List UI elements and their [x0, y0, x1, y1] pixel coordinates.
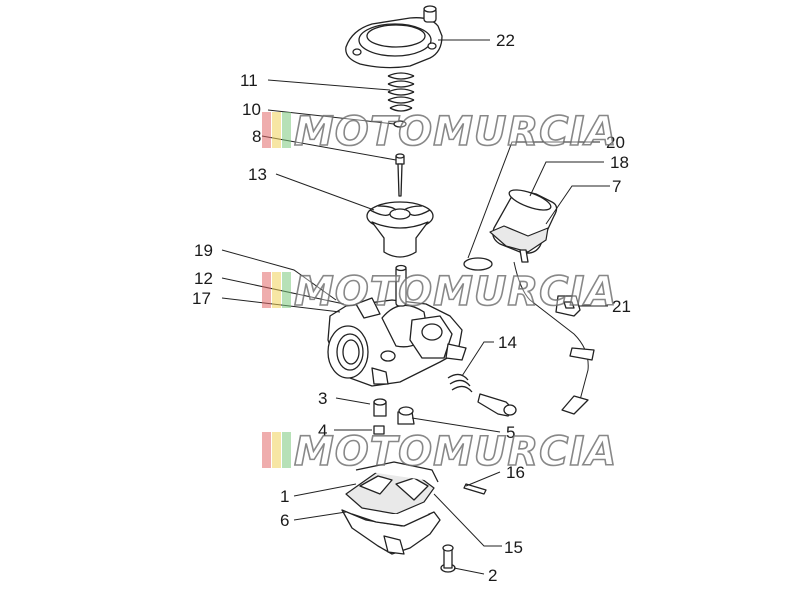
callout-20: 20 — [606, 133, 625, 152]
watermark-stripe-red — [262, 272, 271, 308]
watermark-stripe-green — [282, 272, 291, 308]
callout-5: 5 — [506, 423, 515, 442]
callout-7: 7 — [612, 177, 621, 196]
callout-3: 3 — [318, 389, 327, 408]
watermark-stripe-yellow — [272, 112, 281, 148]
part-needle — [393, 120, 407, 197]
watermark-text: MOTOMURCIA — [294, 269, 617, 315]
part-small-jet — [373, 425, 385, 435]
callout-13: 13 — [248, 165, 267, 184]
watermark-stripe-yellow — [272, 272, 281, 308]
callout-11: 11 — [240, 71, 258, 90]
watermark-stripe-green — [282, 112, 291, 148]
part-nut — [397, 406, 415, 425]
part-jet — [373, 398, 387, 417]
watermark-stripe-green — [282, 432, 291, 468]
callout-16: 16 — [506, 463, 525, 482]
part-choke-cable — [463, 257, 595, 415]
part-float-pin — [463, 483, 487, 495]
callout-6: 6 — [280, 511, 289, 530]
callout-18: 18 — [610, 153, 629, 172]
part-screw — [440, 544, 456, 573]
callout-17: 17 — [192, 289, 211, 308]
callout-21: 21 — [612, 297, 631, 316]
part-carburetor-body — [327, 264, 467, 387]
callout-1: 1 — [280, 487, 289, 506]
callout-numbers: 22 11 10 8 20 18 7 13 19 12 17 21 14 3 4… — [192, 31, 631, 585]
watermark-stripe-yellow — [272, 432, 281, 468]
watermark-row-2: MOTOMURCIA — [262, 268, 617, 316]
callout-8: 8 — [252, 127, 261, 146]
watermark-text: MOTOMURCIA — [294, 109, 617, 155]
watermark-stripe-red — [262, 112, 271, 148]
callout-2: 2 — [488, 566, 497, 585]
callout-22: 22 — [496, 31, 515, 50]
part-gasket — [355, 461, 439, 483]
callout-14: 14 — [498, 333, 517, 352]
part-idle-screw — [447, 373, 517, 417]
watermark-stripe-red — [262, 432, 271, 468]
callout-19: 19 — [194, 241, 213, 260]
part-diaphragm-piston — [366, 201, 434, 258]
callout-12: 12 — [194, 269, 213, 288]
callout-10: 10 — [242, 100, 261, 119]
watermark-row-1: MOTOMURCIA — [262, 108, 617, 156]
part-choke-solenoid — [489, 189, 558, 263]
watermark-row-3: MOTOMURCIA — [262, 428, 617, 476]
callout-15: 15 — [504, 538, 523, 557]
part-top-cover — [345, 5, 443, 69]
part-small-clip — [555, 295, 581, 317]
watermark-text: MOTOMURCIA — [294, 429, 617, 475]
part-spring-top — [387, 72, 415, 112]
part-float-bowl — [341, 509, 441, 555]
callout-4: 4 — [318, 421, 327, 440]
